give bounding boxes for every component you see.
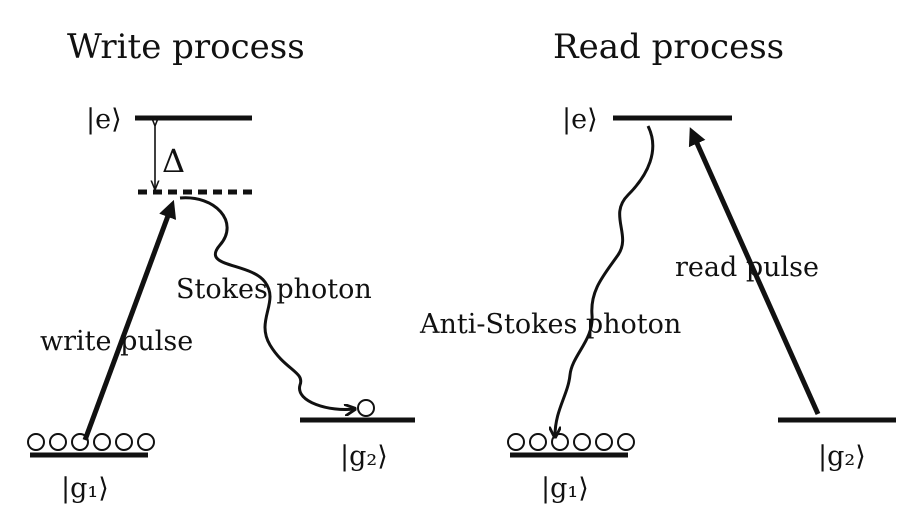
stokes-photon-arrow bbox=[179, 196, 354, 410]
atom-icon bbox=[137, 433, 155, 451]
atom-icon bbox=[49, 433, 67, 451]
read-process-title: Read process bbox=[553, 27, 784, 67]
read-g1-atoms bbox=[507, 433, 635, 451]
write-g1-atoms bbox=[27, 433, 155, 451]
write-g2-label: |g₂⟩ bbox=[340, 441, 388, 472]
atom-icon bbox=[595, 433, 613, 451]
stokes-photon-label: Stokes photon bbox=[176, 274, 372, 305]
atom-icon bbox=[573, 433, 591, 451]
write-g1-label: |g₁⟩ bbox=[61, 473, 109, 504]
write-process-panel: Write process |e⟩ Δ |g₁⟩ |g₂⟩ write puls… bbox=[27, 27, 415, 504]
write-excited-level-label: |e⟩ bbox=[86, 104, 122, 135]
write-pulse-label: write pulse bbox=[40, 326, 193, 357]
write-pulse-arrow bbox=[82, 199, 177, 441]
anti-stokes-photon-arrow bbox=[555, 125, 655, 436]
read-pulse-label: read pulse bbox=[675, 252, 819, 283]
anti-stokes-photon-label: Anti-Stokes photon bbox=[419, 309, 681, 340]
read-process-panel: Read process |e⟩ |g₁⟩ |g₂⟩ read pulse An… bbox=[419, 27, 896, 504]
atom-icon bbox=[551, 433, 569, 451]
atom-icon bbox=[507, 433, 525, 451]
atom-icon bbox=[617, 433, 635, 451]
atom-icon bbox=[27, 433, 45, 451]
atom-icon bbox=[93, 433, 111, 451]
read-excited-level-label: |e⟩ bbox=[562, 104, 598, 135]
atom-icon bbox=[529, 433, 547, 451]
read-g2-label: |g₂⟩ bbox=[818, 441, 866, 472]
read-g1-label: |g₁⟩ bbox=[541, 473, 589, 504]
write-process-title: Write process bbox=[67, 27, 305, 67]
detuning-label: Δ bbox=[162, 142, 185, 180]
read-pulse-arrow bbox=[688, 127, 821, 416]
atom-icon bbox=[115, 433, 133, 451]
transferred-atom-icon bbox=[357, 399, 375, 417]
